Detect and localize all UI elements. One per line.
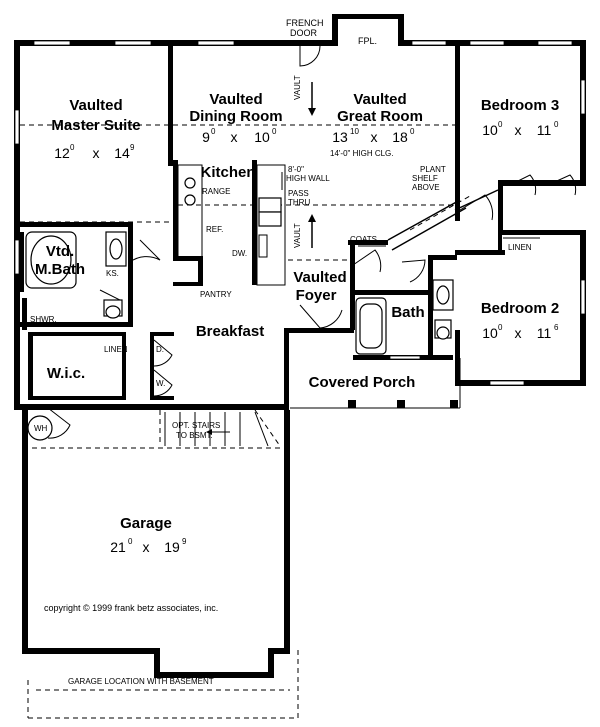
fpl-label: FPL. bbox=[358, 36, 377, 46]
vault-label-2: VAULT bbox=[293, 223, 302, 248]
vault-label-1: VAULT bbox=[293, 75, 302, 100]
covered-porch-title: Covered Porch bbox=[309, 374, 416, 391]
garage-title: Garage bbox=[120, 515, 172, 532]
copyright-text: copyright © 1999 frank betz associates, … bbox=[44, 603, 218, 613]
range-label: RANGE bbox=[202, 187, 230, 196]
bedroom2-dims: 10 0 x 11 6 bbox=[482, 323, 559, 341]
dining-dims: 9 0 x 10 0 bbox=[202, 127, 277, 145]
svg-text:x: x bbox=[93, 145, 100, 161]
svg-text:x: x bbox=[515, 122, 522, 138]
shwr-label: SHWR. bbox=[30, 315, 57, 324]
svg-text:0: 0 bbox=[70, 143, 75, 152]
opt-stairs-label-2: TO BSMT. bbox=[176, 431, 213, 440]
dining-title-2: Dining Room bbox=[189, 108, 282, 125]
french-door-label-2: DOOR bbox=[290, 28, 318, 38]
garage-location-label: GARAGE LOCATION WITH BASEMENT bbox=[68, 677, 214, 686]
plant-shelf bbox=[387, 189, 499, 251]
svg-text:18: 18 bbox=[392, 129, 408, 145]
ks-label: KS. bbox=[106, 269, 119, 278]
plant-shelf-label-2: SHELF bbox=[412, 174, 438, 183]
fixtures bbox=[25, 164, 540, 441]
annotations: FRENCH DOOR FPL. VAULT VAULT RANGE REF. … bbox=[30, 18, 532, 686]
svg-text:10: 10 bbox=[350, 127, 359, 136]
high-wall-label-1: 8'-0" bbox=[288, 165, 304, 174]
master-suite-title-1: Vaulted bbox=[69, 97, 122, 114]
plant-shelf-label-3: ABOVE bbox=[412, 183, 440, 192]
svg-text:6: 6 bbox=[554, 323, 559, 332]
svg-text:x: x bbox=[143, 539, 150, 555]
great-room-title-2: Great Room bbox=[337, 108, 423, 125]
kitchen-title: Kitchen bbox=[200, 164, 255, 181]
svg-text:9: 9 bbox=[202, 129, 210, 145]
bedroom2-title: Bedroom 2 bbox=[481, 300, 559, 317]
svg-text:x: x bbox=[231, 129, 238, 145]
svg-text:12: 12 bbox=[54, 145, 70, 161]
svg-text:9: 9 bbox=[182, 537, 187, 546]
garage-dims: 21 0 x 19 9 bbox=[110, 537, 187, 555]
linen-label-1: LINEN bbox=[508, 243, 532, 252]
great-room-title-1: Vaulted bbox=[353, 91, 406, 108]
mbath-title-1: Vtd. bbox=[46, 243, 74, 260]
svg-text:11: 11 bbox=[537, 325, 552, 341]
svg-text:x: x bbox=[515, 325, 522, 341]
wh-label: WH bbox=[34, 424, 48, 433]
ceiling-lines bbox=[20, 124, 455, 719]
svg-text:14: 14 bbox=[114, 145, 130, 161]
bedroom3-title: Bedroom 3 bbox=[481, 97, 559, 114]
master-suite-title-2: Master Suite bbox=[51, 117, 140, 134]
wic-title: W.i.c. bbox=[47, 365, 85, 382]
svg-text:0: 0 bbox=[128, 537, 133, 546]
master-suite-dims: 12 0 x 14 9 bbox=[54, 143, 135, 161]
dining-title-1: Vaulted bbox=[209, 91, 262, 108]
svg-text:11: 11 bbox=[537, 122, 552, 138]
w-label: W. bbox=[156, 379, 165, 388]
svg-text:19: 19 bbox=[164, 539, 180, 555]
bath-title: Bath bbox=[391, 304, 424, 321]
pantry-label: PANTRY bbox=[200, 290, 232, 299]
room-labels: Vaulted Master Suite 12 0 x 14 9 Vaulted… bbox=[35, 91, 559, 555]
pass-thru-label-1: PASS bbox=[288, 189, 309, 198]
svg-text:0: 0 bbox=[498, 323, 503, 332]
plant-shelf-label-1: PLANT bbox=[420, 165, 446, 174]
coats-label: COATS bbox=[350, 235, 377, 244]
bedroom3-dims: 10 0 x 11 0 bbox=[482, 120, 559, 138]
d-label: D. bbox=[156, 345, 164, 354]
great-room-ceiling-note: 14'-0" HIGH CLG. bbox=[330, 149, 394, 158]
breakfast-title: Breakfast bbox=[196, 323, 264, 340]
pass-thru-label-2: THRU bbox=[288, 198, 310, 207]
great-room-dims: 13 10 x 18 0 bbox=[332, 127, 415, 145]
high-wall-label-2: HIGH WALL bbox=[286, 174, 330, 183]
dw-label: DW. bbox=[232, 249, 247, 258]
svg-text:x: x bbox=[371, 129, 378, 145]
svg-text:0: 0 bbox=[272, 127, 277, 136]
foyer-title-1: Vaulted bbox=[293, 269, 346, 286]
mbath-title-2: M.Bath bbox=[35, 261, 85, 278]
svg-text:0: 0 bbox=[498, 120, 503, 129]
svg-text:13: 13 bbox=[332, 129, 348, 145]
svg-text:9: 9 bbox=[130, 143, 135, 152]
svg-text:21: 21 bbox=[110, 539, 126, 555]
svg-text:0: 0 bbox=[554, 120, 559, 129]
basement-stairs bbox=[164, 411, 269, 447]
linen-label-2: LINEN bbox=[104, 345, 128, 354]
foyer-title-2: Foyer bbox=[296, 287, 337, 304]
opt-stairs-label-1: OPT. STAIRS bbox=[172, 421, 220, 430]
vault-arrows bbox=[206, 82, 316, 435]
svg-text:10: 10 bbox=[482, 122, 498, 138]
windows bbox=[14, 40, 586, 386]
svg-text:10: 10 bbox=[254, 129, 270, 145]
ref-label: REF. bbox=[206, 225, 223, 234]
french-door-label-1: FRENCH bbox=[286, 18, 324, 28]
interior-walls bbox=[20, 46, 505, 400]
svg-text:10: 10 bbox=[482, 325, 498, 341]
svg-text:0: 0 bbox=[211, 127, 216, 136]
svg-text:0: 0 bbox=[410, 127, 415, 136]
